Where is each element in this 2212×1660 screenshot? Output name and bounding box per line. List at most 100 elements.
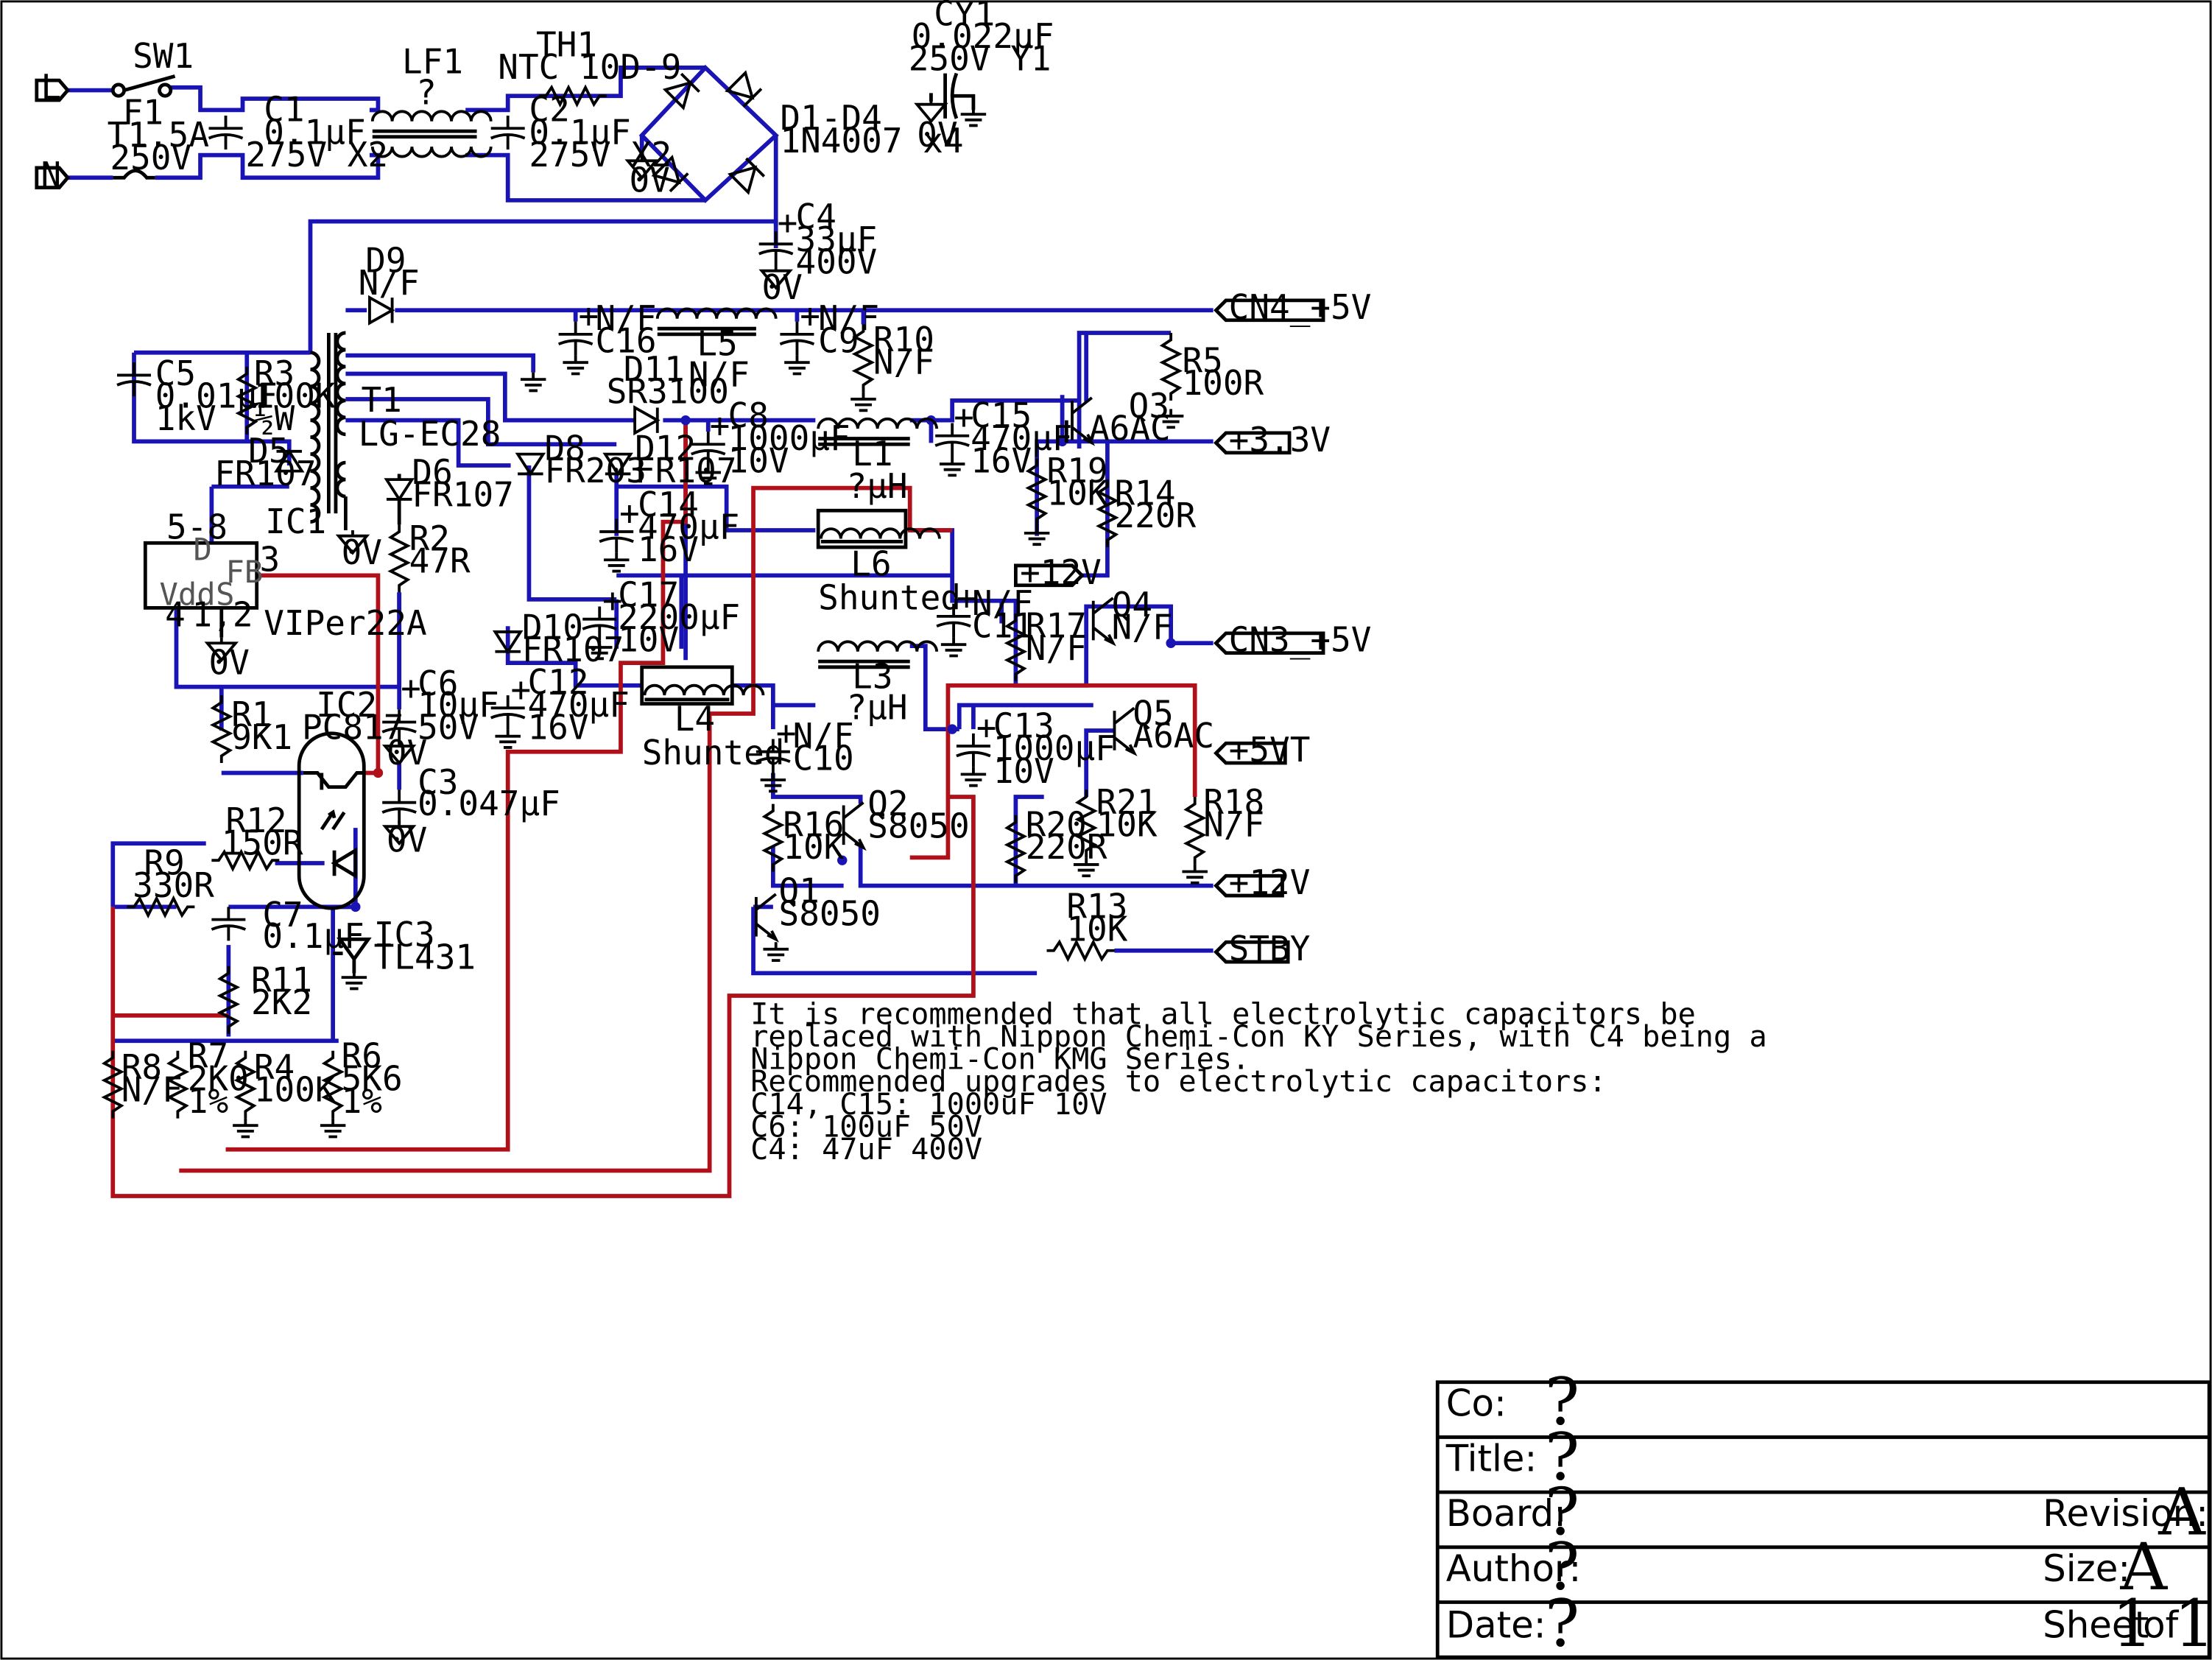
r10-value: N/F [873,342,934,381]
c5-value: 0.01µF [155,376,278,415]
ic1-value: VIPer22A [264,603,426,643]
d12-ref: D12 [635,428,696,468]
title-block: Co: ? Title: ? Board: ? Revision: A Auth… [1435,1364,2212,1660]
tb-of-value: 1 [2174,1586,2212,1660]
tb-sheet-value: 1 [2112,1586,2153,1660]
r20-ref: R20 [1026,805,1087,845]
resistor-r9: R9 330R [125,843,214,917]
c16-plus: + [578,295,599,335]
d5-value: FR107 [214,454,316,493]
tb-date-value: ? [1545,1586,1579,1660]
c9-ref: C9 [818,321,859,361]
capacitor-c11: + N/F C11 [935,577,1033,658]
resistor-r8: R8 N/F [102,1047,183,1120]
tb-date-label: Date: [1446,1603,1546,1646]
c6-rating: 50V [418,707,479,747]
bridge-rectifier-d1-d4: D1-D4 1N4007 x4 0V [626,71,964,200]
r8-value: N/F [121,1070,183,1110]
d1d4-value: 1N4007 x4 [780,121,963,161]
capacitor-c17: + C17 2200µF 10V [581,574,740,661]
c3-value: 0.047µF [418,784,560,823]
lf1-value: ? [416,73,437,113]
ic1-gnd-label: 0V [209,642,250,682]
f1-value: T1.5A [108,115,209,155]
r6-tolerance: 1% [342,1081,382,1121]
r18-value: N/F [1203,805,1264,845]
d6-value: FR107 [412,475,513,515]
c2-value: 0.1µF [529,112,630,152]
diode-d6: D6 FR107 [385,452,514,687]
r12-ref: R12 [226,801,287,840]
ic1-pin-vdd: Vdd [159,577,215,613]
port-l: L [35,67,71,107]
tb-co-value: ? [1545,1364,1579,1440]
switch-sw1: SW1 [110,36,194,98]
t1-value: LG-EC28 [359,414,501,454]
r4-ref: R4 [254,1047,295,1087]
tb-of-label: of [2143,1603,2179,1646]
common-mode-choke-lf1: LF1 ? [370,42,493,158]
c15-rating: 16V [971,441,1032,481]
tb-size-label: Size: [2043,1547,2130,1590]
resistor-r17: R17 N/F [1005,606,1087,683]
d11-nf: N/F [688,355,750,395]
c13-ref: C13 [993,706,1054,746]
tb-board-label: Board: [1446,1492,1566,1535]
bridge-gnd-label: 0V [629,160,669,200]
r7-ref: R7 [188,1036,228,1076]
c10-value: N/F [793,716,854,756]
c9-value: N/F [818,298,879,338]
junctions [351,415,1176,912]
r5-value: 100R [1182,363,1264,403]
capacitor-c5: C5 0.01µF 1kV [116,354,278,438]
r11-ref: R11 [251,960,312,999]
l4-value: ?µH [846,688,907,728]
r6-value: 5K6 [342,1058,403,1098]
port-3v3-label: +3.3V [1229,420,1331,460]
c17-rating: 10V [618,620,679,660]
resistor-r5: R5 100R [1156,331,1264,429]
th1-ref: TH1 [536,25,597,65]
q1-value: S8050 [779,893,881,933]
c9-plus: + [800,295,820,335]
d8-value: FR203 [545,451,647,490]
q4-value: N/F [1112,608,1173,647]
ic1-pin-d: D [193,531,211,567]
r19-ref: R19 [1047,451,1108,490]
d9-ref: D9 [365,241,406,281]
l6-ref: L6 [850,544,891,583]
tb-title-label: Title: [1445,1437,1538,1480]
c10-ref: C10 [793,739,854,778]
c4-rating: 400V [796,242,878,282]
c17-plus: + [602,580,623,620]
d6-ref: D6 [412,452,452,492]
r13-value: 10K [1066,909,1127,949]
ic1-pin-s: S [216,577,234,613]
ic3-value: TL431 [374,938,476,977]
c4-ref: C4 [796,197,836,236]
transistor-q1: Q1 S8050 [754,871,881,963]
inductor-l1: L1 [817,417,939,474]
resistor-r16: R16 10K [763,802,845,873]
c5-rating: 1kV [155,398,216,438]
note-line-4: Recommended upgrades to electrolytic cap… [750,1065,1607,1099]
r3-ref: R3 [254,354,295,393]
r1-ref: R1 [231,694,272,734]
f1-rating: 250V [110,138,191,177]
r9-ref: R9 [144,843,184,882]
transistor-q4: Q4 N/F [1091,585,1173,647]
tb-board-value: ? [1545,1474,1579,1550]
cy1-gnd-label: 0V [917,115,957,155]
lf1-ref: LF1 [402,42,463,82]
l6-shunted: Shunted [818,577,961,617]
note-line-7: C4: 47uF 400V [750,1133,982,1167]
capacitor-c10: + N/F C10 [754,713,854,793]
c15-ref: C15 [971,395,1032,435]
c6-plus: + [401,668,421,708]
c8-plus: + [710,406,730,446]
r14-value: 220R [1114,496,1196,535]
capacitor-c3: C3 0.047µF 0V [381,762,560,860]
d5-ref: D5 [248,431,289,471]
tb-sheet-label: Sheet [2043,1603,2149,1646]
